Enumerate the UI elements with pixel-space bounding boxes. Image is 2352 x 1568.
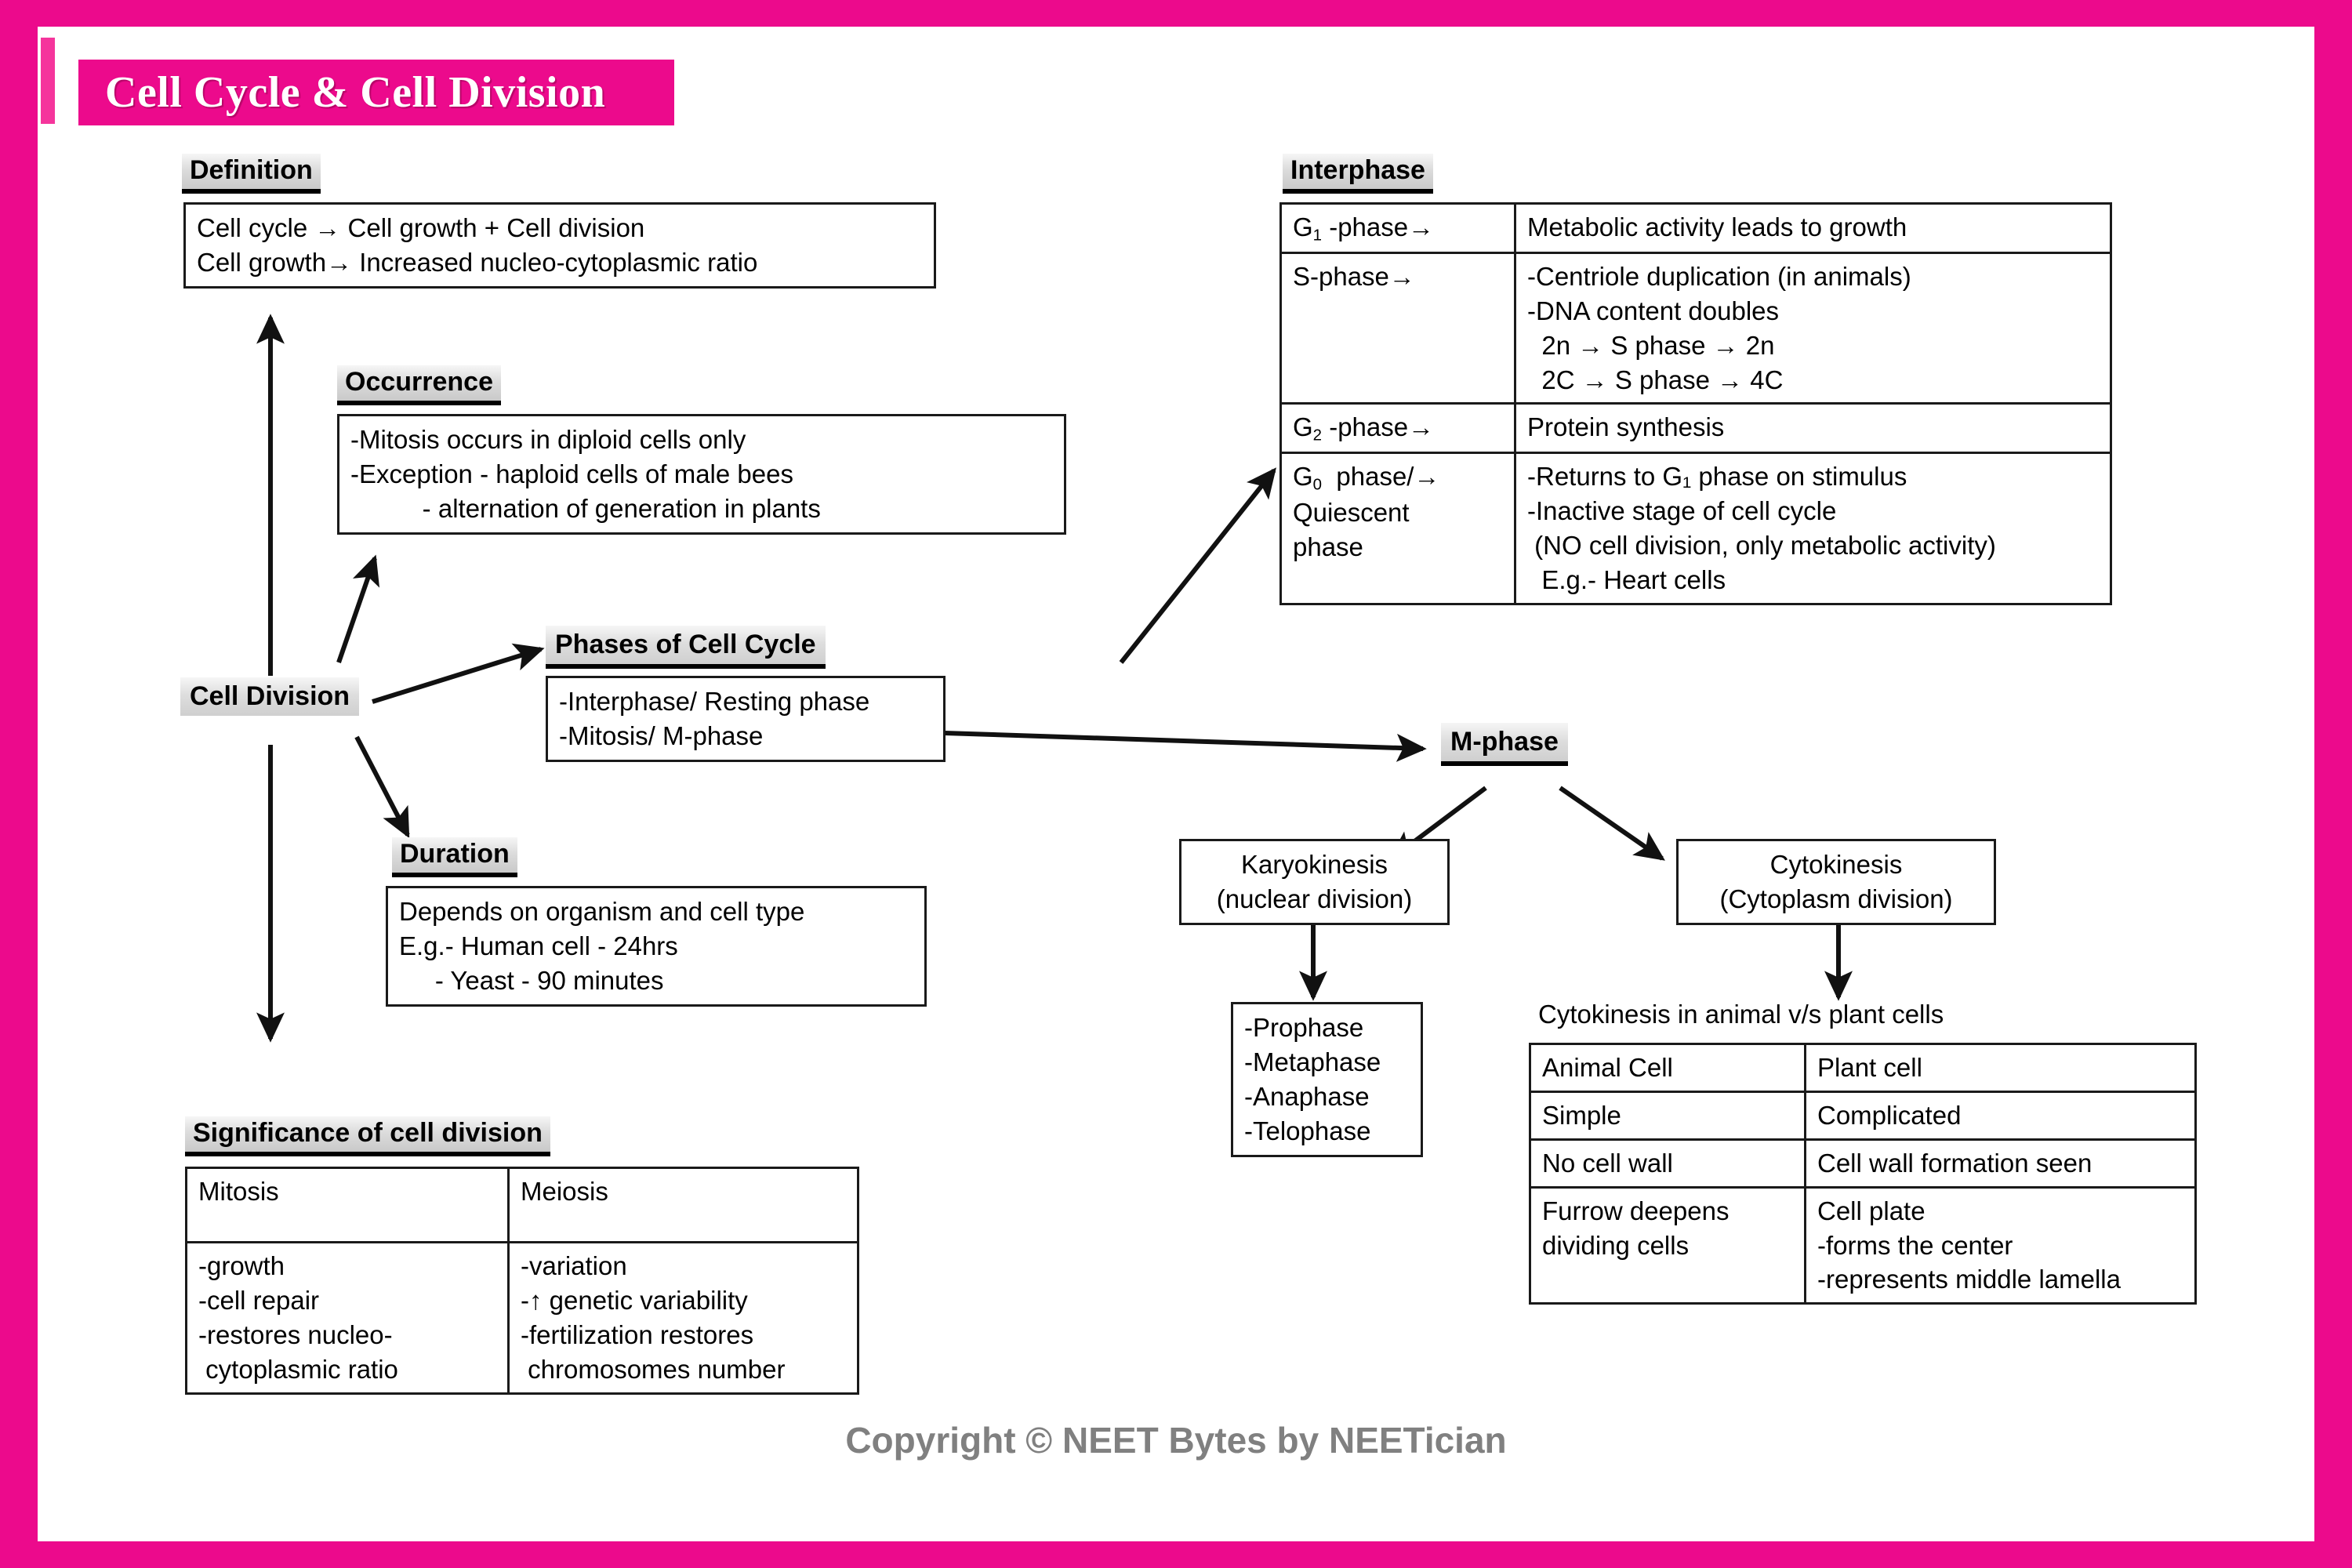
table-row: -growth -cell repair -restores nucleo- c… — [185, 1241, 859, 1395]
table-row: S-phase→ -Centriole duplication (in anim… — [1279, 251, 2112, 405]
interphase-detail-g1: Metabolic activity leads to growth — [1514, 202, 2112, 254]
copyright-footer: Copyright © NEET Bytes by NEETician — [845, 1420, 1507, 1461]
duration-heading: Duration — [392, 837, 517, 878]
karyokinesis-box: Karyokinesis (nuclear division) — [1179, 839, 1450, 925]
interphase-heading: Interphase — [1283, 154, 1433, 194]
significance-table: Mitosis Meiosis -growth -cell repair -re… — [185, 1167, 859, 1395]
occurrence-box: -Mitosis occurs in diploid cells only -E… — [337, 414, 1066, 535]
cytokinesis-cell-animal-1: Simple — [1529, 1090, 1806, 1141]
occurrence-heading: Occurrence — [337, 365, 501, 406]
cytokinesis-cell-plant-1: Complicated — [1804, 1090, 2197, 1141]
cytokinesis-cell-plant-3: Cell plate -forms the center -represents… — [1804, 1185, 2197, 1305]
karyokinesis-stages-box: -Prophase -Metaphase -Anaphase -Telophas… — [1231, 1002, 1423, 1157]
significance-cell-mitosis: -growth -cell repair -restores nucleo- c… — [185, 1241, 510, 1395]
title-accent-tab — [41, 38, 55, 124]
significance-cell-meiosis: -variation -↑ genetic variability -ferti… — [507, 1241, 859, 1395]
table-row: G1 -phase→ Metabolic activity leads to g… — [1279, 202, 2112, 254]
table-row: G0 phase/→ Quiescent phase -Returns to G… — [1279, 452, 2112, 605]
interphase-phase-g0: G0 phase/→ Quiescent phase — [1279, 452, 1516, 605]
node-cell-division[interactable]: Cell Division — [180, 677, 360, 716]
cytokinesis-header-plant: Plant cell — [1804, 1043, 2197, 1093]
significance-header-meiosis: Meiosis — [507, 1167, 859, 1243]
table-row: Furrow deepens dividing cells Cell plate… — [1529, 1185, 2197, 1305]
cytokinesis-cell-animal-2: No cell wall — [1529, 1138, 1806, 1189]
duration-box: Depends on organism and cell type E.g.- … — [386, 886, 927, 1007]
interphase-detail-g2: Protein synthesis — [1514, 402, 2112, 455]
table-row: Simple Complicated — [1529, 1090, 2197, 1141]
significance-header-mitosis: Mitosis — [185, 1167, 510, 1243]
cytokinesis-cell-plant-2: Cell wall formation seen — [1804, 1138, 2197, 1189]
page-title-banner: Cell Cycle & Cell Division — [78, 60, 674, 125]
definition-heading: Definition — [182, 154, 321, 194]
cytokinesis-header-animal: Animal Cell — [1529, 1043, 1806, 1093]
cytokinesis-box: Cytokinesis (Cytoplasm division) — [1676, 839, 1996, 925]
phases-heading: Phases of Cell Cycle — [546, 626, 826, 669]
table-row: Mitosis Meiosis — [185, 1167, 859, 1243]
interphase-phase-s: S-phase→ — [1279, 251, 1516, 405]
table-row: No cell wall Cell wall formation seen — [1529, 1138, 2197, 1189]
interphase-table: G1 -phase→ Metabolic activity leads to g… — [1279, 202, 2112, 605]
interphase-phase-g1: G1 -phase→ — [1279, 202, 1516, 254]
table-row: G2 -phase→ Protein synthesis — [1279, 402, 2112, 455]
definition-box: Cell cycle → Cell growth + Cell division… — [183, 202, 936, 289]
table-row: Animal Cell Plant cell — [1529, 1043, 2197, 1093]
significance-heading: Significance of cell division — [185, 1116, 550, 1157]
cytokinesis-table-caption: Cytokinesis in animal v/s plant cells — [1538, 1000, 1944, 1029]
cytokinesis-comparison-table: Animal Cell Plant cell Simple Complicate… — [1529, 1043, 2197, 1305]
interphase-detail-g0: -Returns to G₁ phase on stimulus -Inacti… — [1514, 452, 2112, 605]
interphase-phase-g2: G2 -phase→ — [1279, 402, 1516, 455]
page-title: Cell Cycle & Cell Division — [105, 68, 606, 117]
node-m-phase[interactable]: M-phase — [1441, 723, 1568, 766]
cytokinesis-cell-animal-3: Furrow deepens dividing cells — [1529, 1185, 1806, 1305]
interphase-detail-s: -Centriole duplication (in animals) -DNA… — [1514, 251, 2112, 405]
phases-box: -Interphase/ Resting phase -Mitosis/ M-p… — [546, 676, 946, 762]
